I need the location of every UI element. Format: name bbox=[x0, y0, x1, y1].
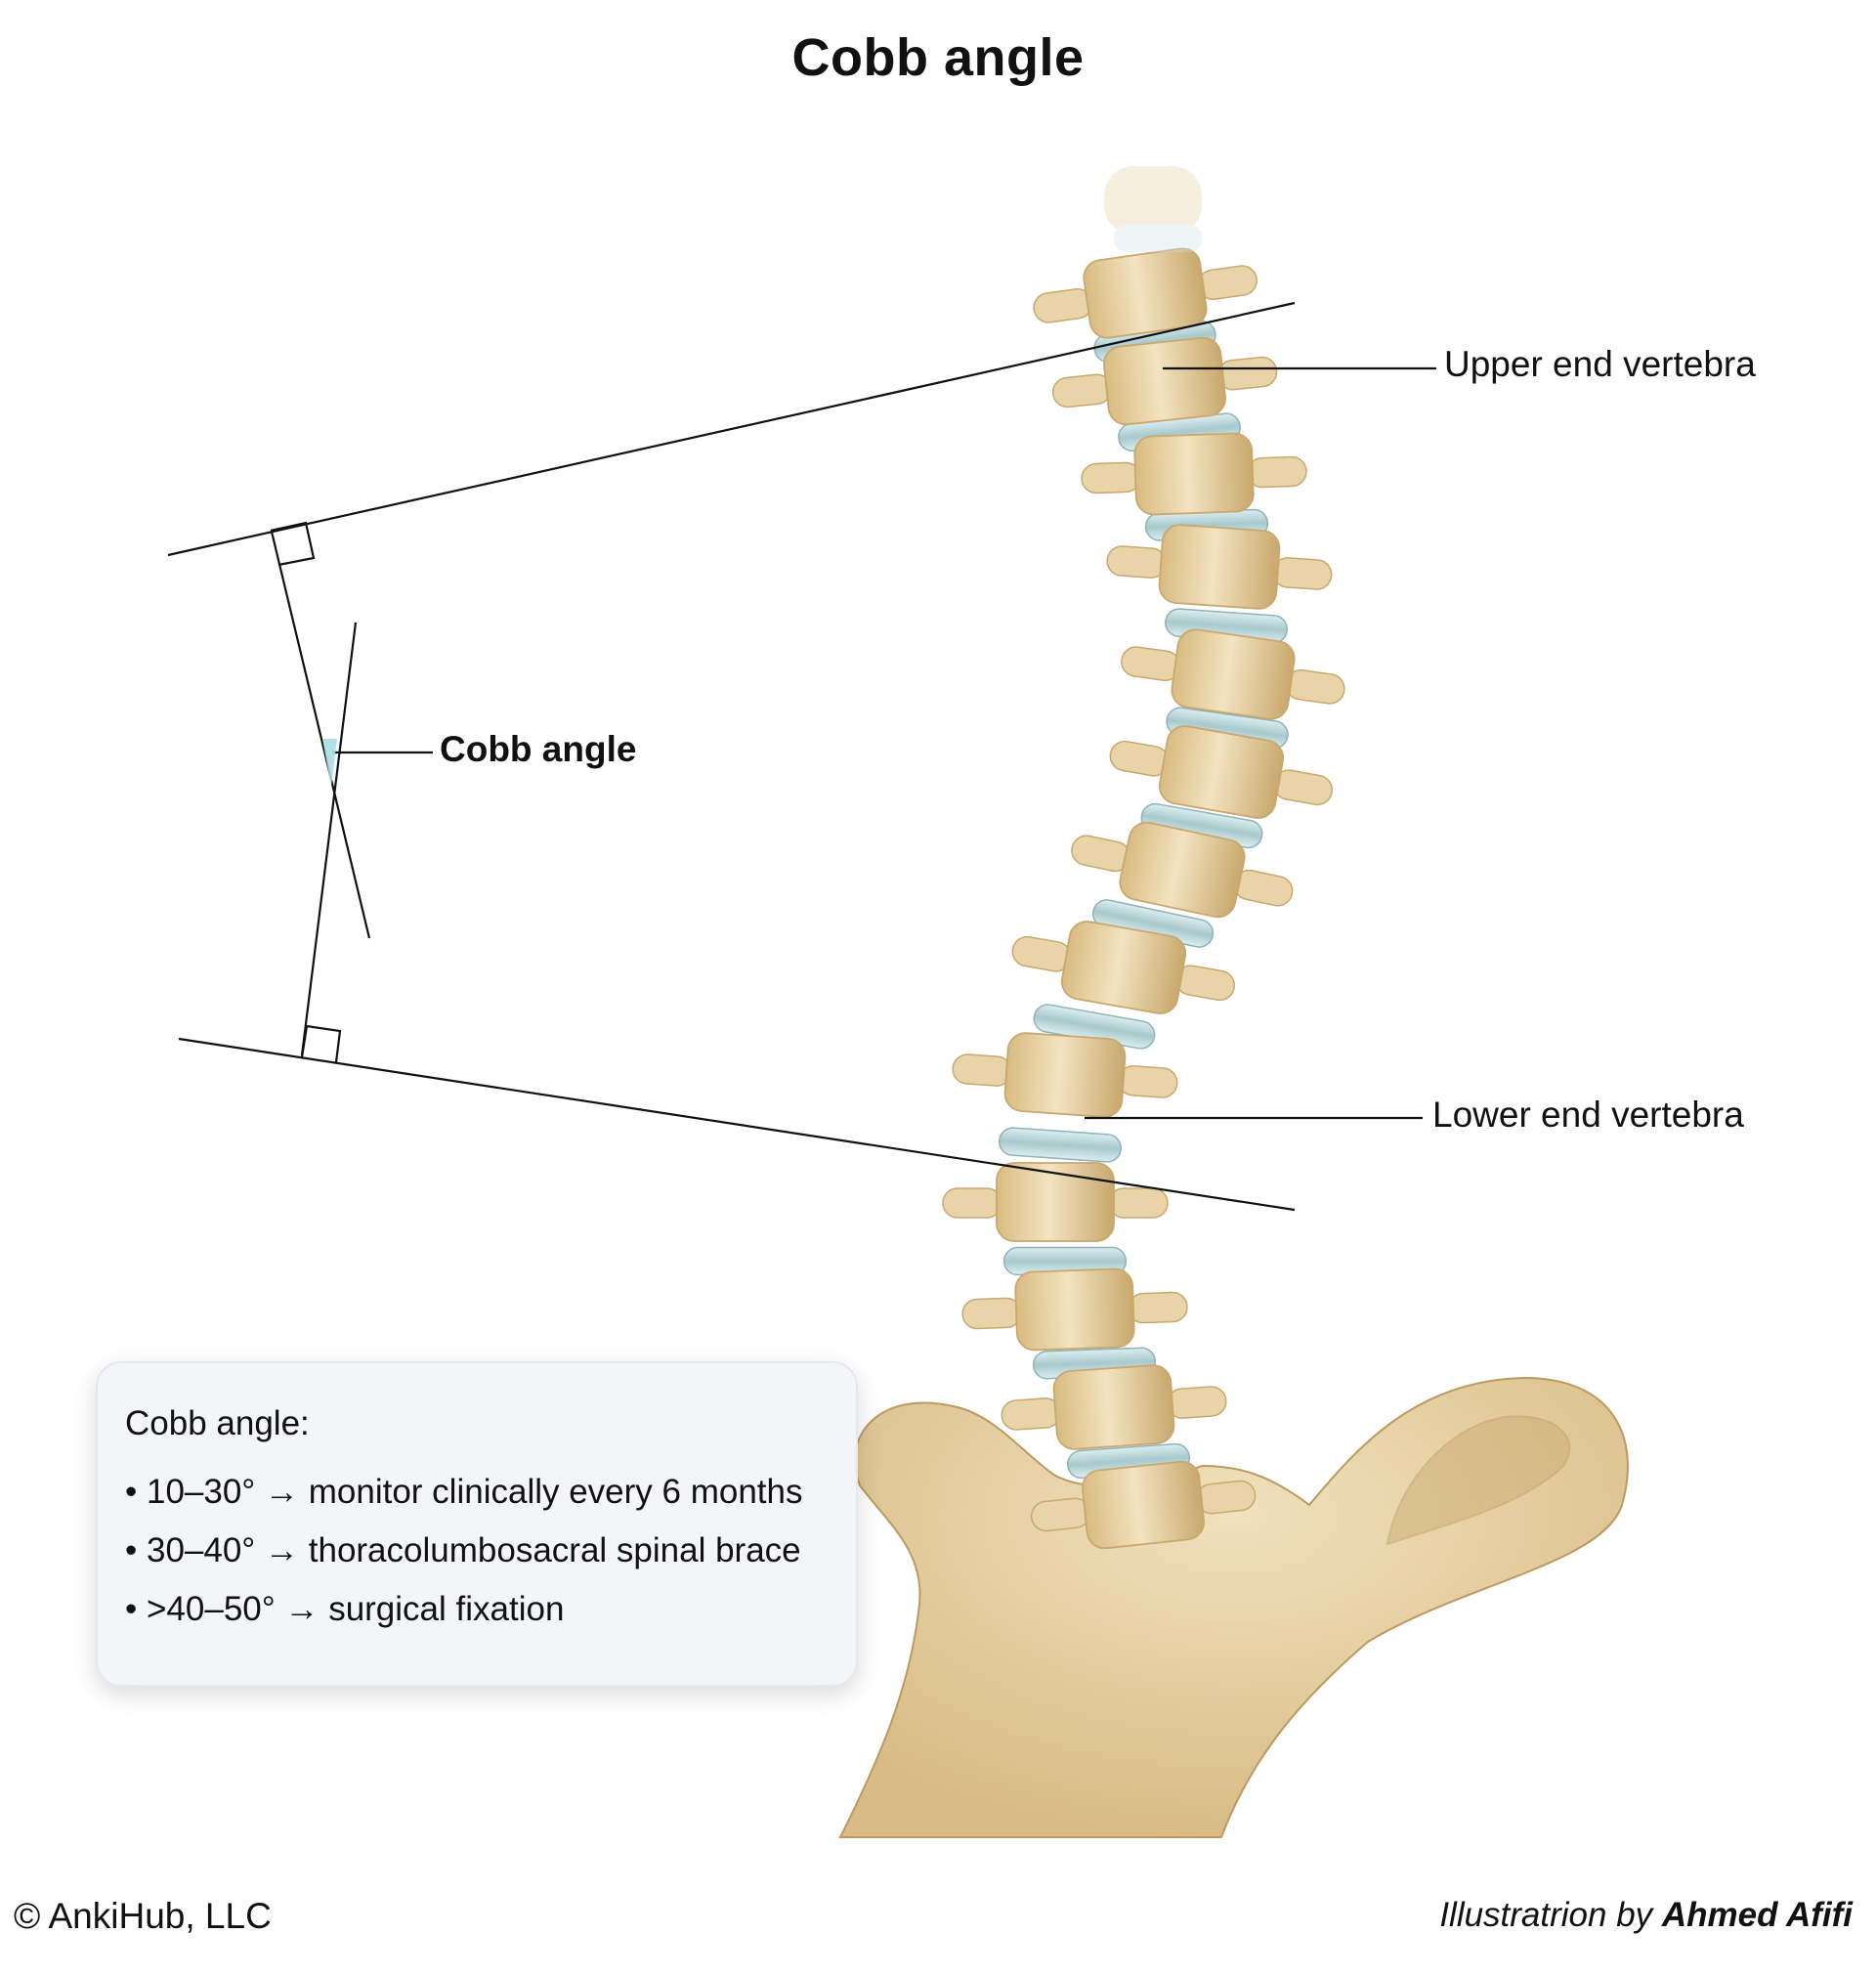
vertebral-body bbox=[1003, 1032, 1127, 1118]
cobb-angle-label: Cobb angle bbox=[440, 729, 637, 769]
list-item: • >40–50° → surgical fixation bbox=[125, 1590, 565, 1628]
vertebral-body bbox=[1133, 432, 1255, 516]
transverse-process bbox=[1001, 1397, 1061, 1431]
vertebra bbox=[1051, 336, 1278, 426]
intervertebral-disc bbox=[998, 1127, 1123, 1163]
vertebra bbox=[1011, 921, 1236, 1014]
transverse-process bbox=[1247, 455, 1307, 489]
pelvis bbox=[838, 1376, 1629, 1838]
transverse-process bbox=[1121, 646, 1181, 681]
transverse-process bbox=[1167, 1386, 1227, 1419]
transverse-process bbox=[961, 1297, 1022, 1330]
list-item: • 30–40° → thoracolumbosacral spinal bra… bbox=[125, 1531, 801, 1569]
upper-endplate-line bbox=[167, 301, 1296, 557]
upper-end-vertebra-label: Upper end vertebra bbox=[1444, 344, 1756, 384]
info-box: Cobb angle: • 10–30° → monitor clinicall… bbox=[96, 1361, 858, 1687]
vertebra bbox=[1081, 432, 1307, 516]
right-angle-upper bbox=[270, 521, 316, 567]
transverse-process bbox=[942, 1187, 1002, 1219]
perpendicular-lower bbox=[300, 622, 358, 1056]
spine bbox=[942, 247, 1345, 1550]
vertebra bbox=[1071, 821, 1294, 919]
copyright-text: © AnkiHub, LLC bbox=[14, 1896, 272, 1936]
lower-end-vertebra-label: Lower end vertebra bbox=[1432, 1095, 1744, 1135]
vertebra bbox=[1109, 725, 1334, 819]
perpendicular-upper bbox=[270, 531, 371, 939]
vertebra bbox=[942, 1162, 1169, 1242]
vertebral-body bbox=[1052, 1364, 1175, 1450]
vertebra bbox=[952, 1032, 1178, 1118]
transverse-process bbox=[1106, 545, 1167, 579]
transverse-process bbox=[1118, 1065, 1178, 1098]
credit-prefix: Illustratrion by bbox=[1439, 1896, 1662, 1934]
transverse-process bbox=[1081, 461, 1141, 494]
vertebra bbox=[961, 1267, 1188, 1352]
transverse-process bbox=[952, 1053, 1012, 1087]
vertebral-body bbox=[1083, 247, 1208, 339]
vertebral-body bbox=[1119, 821, 1246, 919]
vertebra bbox=[1033, 247, 1258, 339]
vertebral-body bbox=[1158, 725, 1285, 819]
vertebral-body bbox=[996, 1162, 1115, 1242]
transverse-process bbox=[1285, 668, 1345, 705]
vertebral-body bbox=[1014, 1267, 1135, 1352]
vertebral-body bbox=[1158, 524, 1281, 610]
illustrator-credit: Illustratrion by Ahmed Afifi bbox=[1439, 1896, 1853, 1935]
info-box-heading: Cobb angle: bbox=[125, 1404, 310, 1442]
list-item: • 10–30° → monitor clinically every 6 mo… bbox=[125, 1473, 803, 1511]
transverse-process bbox=[1272, 557, 1333, 590]
cobb-angle-highlight bbox=[322, 739, 337, 787]
lower-endplate-line bbox=[178, 1037, 1296, 1212]
vertebral-body bbox=[1060, 921, 1187, 1014]
vertebra bbox=[1121, 628, 1345, 720]
credit-name: Ahmed Afifi bbox=[1661, 1896, 1853, 1934]
cobb-lines bbox=[167, 301, 1436, 1212]
transverse-process bbox=[1033, 287, 1093, 323]
upper-spine-faded bbox=[1104, 166, 1202, 252]
right-angle-lower bbox=[300, 1024, 342, 1063]
transverse-process bbox=[1108, 1187, 1169, 1219]
vertebral-body bbox=[1171, 628, 1296, 720]
vertebral-body bbox=[1082, 1460, 1205, 1550]
page-title: Cobb angle bbox=[791, 28, 1085, 87]
vertebra bbox=[1001, 1364, 1227, 1450]
transverse-process bbox=[1051, 373, 1113, 408]
vertebral-body bbox=[1103, 336, 1226, 426]
transverse-process bbox=[1216, 356, 1278, 391]
vertebra bbox=[1106, 524, 1333, 610]
vertebra bbox=[1030, 1460, 1257, 1550]
transverse-process bbox=[1128, 1291, 1188, 1324]
transverse-process bbox=[1197, 265, 1258, 300]
